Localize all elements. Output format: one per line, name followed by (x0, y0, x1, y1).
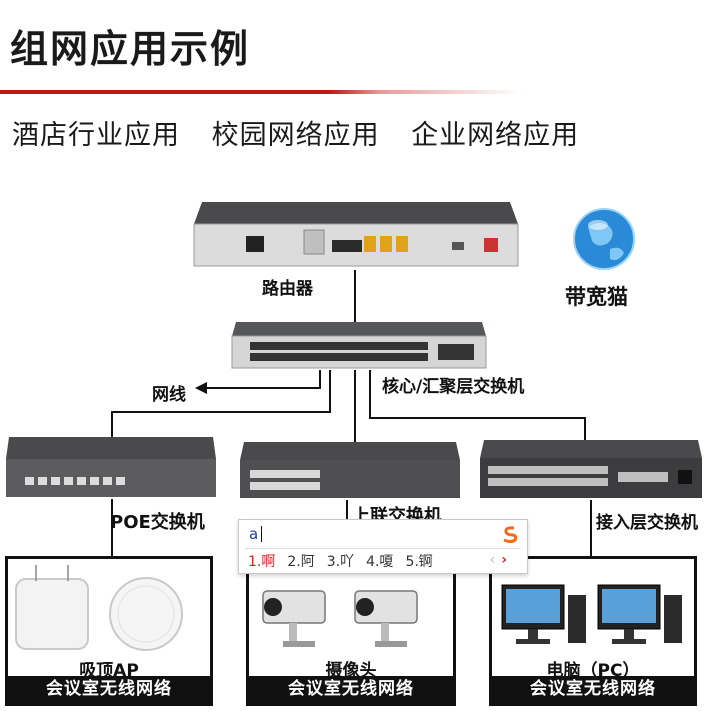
modem-label: 带宽猫 (565, 285, 628, 309)
subtitle-enterprise: 企业网络应用 (411, 120, 580, 151)
core-switch-label: 核心/汇聚层交换机 (382, 377, 525, 397)
cable-label: 网线 (152, 385, 186, 405)
ime-candidate-2[interactable]: 2.阿 (287, 554, 315, 570)
ime-input-text: a (249, 525, 259, 543)
poe-switch-label: POE交换机 (110, 512, 205, 533)
ime-candidate-5[interactable]: 5.锕 (405, 554, 433, 570)
router-device (193, 202, 519, 267)
router-label: 路由器 (262, 279, 313, 299)
panel-footer: 会议室无线网络 (8, 676, 210, 703)
title-underline (0, 90, 713, 94)
poe-switch-device (6, 437, 216, 497)
ime-page-nav: ‹ › (490, 552, 507, 568)
subtitle-hotel: 酒店行业应用 (12, 120, 180, 151)
camera-illustration (262, 590, 418, 647)
subtitle: 酒店行业应用 校园网络应用 企业网络应用 (12, 113, 601, 152)
ime-candidate-1[interactable]: 1.啊 (248, 554, 276, 570)
ime-candidate-3[interactable]: 3.吖 (326, 554, 355, 570)
panel-footer: 会议室无线网络 (249, 676, 453, 703)
subtitle-campus: 校园网络应用 (211, 120, 380, 151)
page-title: 组网应用示例 (10, 27, 251, 71)
panel-pc: 电脑（PC） 会议室无线网络 (489, 556, 697, 706)
access-switch-device (480, 440, 702, 498)
ime-divider (245, 548, 521, 549)
access-switch-label: 接入层交换机 (596, 513, 698, 533)
ime-prev-page-icon[interactable]: ‹ (489, 552, 496, 568)
arrow-left-icon (195, 382, 207, 394)
ime-candidate-window[interactable]: a 1.啊 2.阿 3.吖 4.嗄 5.锕 ‹ › (238, 519, 528, 574)
uplink-switch-device (240, 442, 460, 498)
ime-candidate-list: 1.啊 2.阿 3.吖 4.嗄 5.锕 (248, 551, 433, 571)
ime-caret (261, 526, 262, 542)
ime-next-page-icon[interactable]: › (501, 552, 507, 568)
panel-camera: 摄像头 会议室无线网络 (246, 556, 456, 706)
pc-illustration (501, 584, 682, 644)
globe-icon (573, 208, 635, 270)
panel-ceiling-ap: 吸顶AP 会议室无线网络 (5, 556, 213, 706)
ime-candidate-4[interactable]: 4.嗄 (366, 554, 394, 570)
sogou-logo-icon (499, 523, 521, 545)
access-point-illustration (15, 565, 183, 651)
panel-footer: 会议室无线网络 (492, 676, 694, 703)
core-switch-device (231, 322, 487, 369)
